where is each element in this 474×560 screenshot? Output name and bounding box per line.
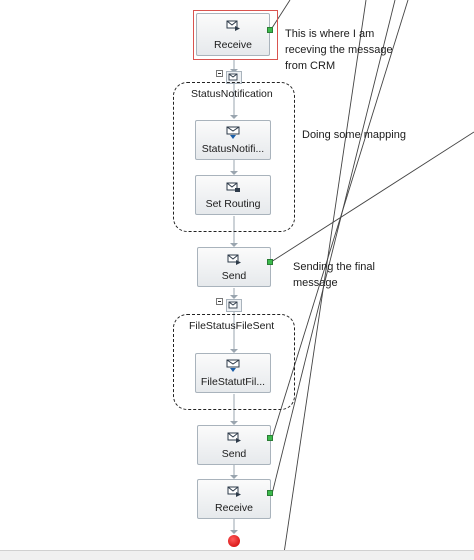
- port-binding-line: [282, 0, 367, 560]
- port-binding-line: [271, 0, 396, 495]
- status-notification-shape[interactable]: StatusNotifi...: [195, 120, 271, 160]
- canvas-bottom-edge: [0, 550, 474, 560]
- status-notification-group-title: StatusNotification: [191, 88, 273, 100]
- receive-annotation-line2: receving the message: [285, 44, 393, 56]
- receive-annotation-line3: from CRM: [285, 60, 336, 72]
- set-routing-label: Set Routing: [205, 198, 261, 210]
- send-annotation: Sending the final message: [293, 259, 375, 291]
- receive-message-icon: [227, 486, 241, 497]
- file-status-label: FileStatutFil...: [200, 376, 266, 388]
- decide-shape-icon[interactable]: [226, 71, 242, 84]
- receive-shape-bottom[interactable]: Receive: [197, 479, 271, 519]
- send-port-connector[interactable]: [267, 259, 273, 265]
- send-label: Send: [221, 270, 247, 282]
- end-marker: [228, 535, 240, 547]
- send-second-label: Send: [221, 448, 247, 460]
- send-annotation-line1: Sending the final: [293, 261, 375, 273]
- collapse-toggle-file[interactable]: [216, 298, 223, 305]
- send-message-icon: [227, 432, 241, 443]
- send-shape-first[interactable]: Send: [197, 247, 271, 287]
- port-binding-line: [271, 0, 291, 29]
- receive-annotation-line1: This is where I am: [285, 28, 375, 40]
- send-second-port-connector[interactable]: [267, 435, 273, 441]
- file-status-shape[interactable]: FileStatutFil...: [195, 353, 271, 393]
- port-binding-line: [270, 131, 474, 263]
- receive-shape-top[interactable]: Receive: [196, 13, 270, 56]
- receive-label: Receive: [214, 39, 252, 51]
- receive-bottom-label: Receive: [215, 502, 253, 514]
- message-assignment-icon: [226, 182, 240, 192]
- decide-shape-icon-2[interactable]: [226, 299, 242, 312]
- receive-shape-selection: [193, 10, 278, 60]
- mapping-annotation: Doing some mapping: [302, 129, 406, 141]
- file-status-group[interactable]: [173, 314, 295, 410]
- set-routing-shape[interactable]: Set Routing: [195, 175, 271, 215]
- receive-bottom-port-connector[interactable]: [267, 490, 273, 496]
- send-shape-second[interactable]: Send: [197, 425, 271, 465]
- transform-icon: [226, 359, 240, 372]
- collapse-toggle-status[interactable]: [216, 70, 223, 77]
- receive-port-connector[interactable]: [267, 27, 273, 33]
- send-message-icon: [227, 254, 241, 265]
- receive-message-icon: [226, 20, 240, 31]
- send-annotation-line2: message: [293, 277, 338, 289]
- receive-annotation: This is where I am receving the message …: [285, 26, 393, 74]
- transform-icon: [226, 126, 240, 139]
- status-notification-label: StatusNotifi...: [201, 143, 265, 155]
- file-status-group-title: FileStatusFileSent: [189, 320, 275, 332]
- status-notification-group[interactable]: [173, 82, 295, 232]
